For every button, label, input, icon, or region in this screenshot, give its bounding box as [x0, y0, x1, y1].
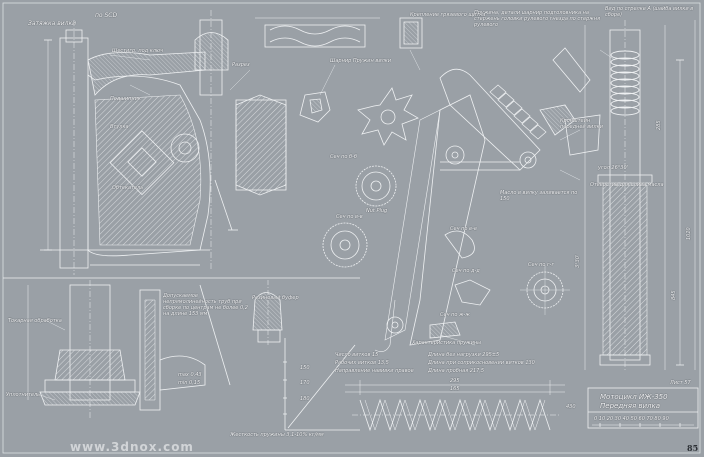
view-a-label: Вид по стрелке А (шайба вилки в сборе): [605, 6, 694, 18]
dim-285-label: 285: [656, 120, 662, 130]
spring-data-5: Длина при соприкосновении витков 130: [428, 360, 535, 366]
angle-label: 3°30': [575, 254, 581, 268]
kreplenie-label: Крепление грязевого щитка: [410, 12, 486, 18]
rubber-buffer: [252, 280, 283, 345]
spring-data-1: Число витков 15: [335, 352, 379, 358]
tol-min-label: min 0,15: [178, 380, 201, 386]
sheet-label: Лист 57: [670, 380, 691, 386]
dim-295-label: 295: [450, 378, 460, 384]
kronshtein-label: Кронштейн передней вилки: [560, 118, 603, 130]
fork-spring-cartridge: [552, 20, 696, 370]
page-number: 85: [687, 443, 699, 453]
dim-150-label: 150: [300, 365, 310, 371]
sech-d-label: Сеч по д-д: [452, 268, 480, 274]
sech-b-label: Сеч по б-б: [330, 154, 357, 160]
spring-characteristic-diagram: [283, 338, 360, 431]
fork-lower-leg: [27, 280, 231, 420]
otverstie-label: Отверстие для слива масла: [590, 182, 664, 188]
dopusk-label: Допускаемое непрямолинейность труб при с…: [163, 293, 248, 317]
dim-430-label: 430: [566, 404, 576, 410]
sech-v-label: Сеч по в-в: [336, 214, 363, 220]
maslo-label: Масло в вилку заливается по 150: [500, 190, 578, 202]
obtekatel-label: Обтекатель: [112, 185, 144, 191]
nutplug-label: Nut Plug: [366, 208, 388, 214]
razrez-label: Разрез: [232, 62, 250, 68]
ugol-label: угол 26°30': [598, 165, 629, 171]
sharnir-label: Шарнир Пружин вилки: [330, 58, 392, 64]
title-line-2: Передняя вилка: [600, 402, 661, 410]
rezinovy-label: Резиновый буфер: [252, 295, 299, 301]
fork-crown-assembly: [40, 10, 287, 275]
section-sec-label: по SCD: [95, 12, 118, 19]
dim-1020-label: 1020: [686, 227, 692, 240]
hex-section: [299, 91, 331, 123]
splined-section-1: [355, 165, 397, 207]
tokarnaya-label: Токарная обработка: [8, 318, 62, 324]
vtulka-label: Втулка: [110, 124, 129, 130]
spring-data-2: Рабочих витков 13,5: [335, 360, 389, 366]
zhestkost-label: Жесткость пружины 3,1-10% кг/мм: [230, 432, 324, 438]
tol-max-label: max 0,43: [178, 372, 202, 378]
title-block-frame: [587, 387, 699, 429]
harakteristika-label: Характеристика пружины: [412, 340, 482, 346]
sech-zh-label: Сеч по ж-ж: [440, 312, 470, 318]
sech-g-label: Сеч по г-г: [528, 262, 555, 268]
podsh-label: Подшипник: [110, 96, 141, 102]
dim-845-label: 845: [671, 290, 677, 300]
section-f-f: [429, 321, 461, 339]
uplotnitel-label: Уплотнитель: [6, 392, 41, 398]
fork-leg-link: [374, 68, 576, 352]
zatyazhka-label: Затяжка вилки: [28, 20, 77, 27]
shestigr-label: Шестигр. под ключ: [112, 48, 164, 54]
spring-drawing: [345, 380, 565, 432]
spring-data-3: Направление навивки правое: [335, 368, 414, 374]
spring-data-4: Длина без нагрузки 295±5: [428, 352, 500, 358]
dim-170-label: 170: [300, 380, 310, 386]
splined-section-2: [322, 222, 368, 268]
title-line-1: Мотоцикл ИЖ-350: [600, 393, 668, 401]
watermark-text: www.3dnox.com: [70, 440, 194, 454]
dim-165-label: 165: [450, 386, 460, 392]
thread-detail: [255, 17, 423, 49]
section-e-e: [444, 230, 491, 306]
castle-nut: [357, 87, 419, 146]
scale-ticks: 0 10 20 30 40 50 60 70 80 90: [594, 416, 669, 422]
spring-note-label: Пружина, детали шарнир подголовника на с…: [474, 10, 601, 28]
spring-data-6: Длина пробная 217,5: [428, 368, 485, 374]
section-g-g: [520, 265, 570, 315]
sech-e-label: Сеч по е-е: [450, 226, 477, 232]
dim-180-label: 180: [300, 396, 310, 402]
